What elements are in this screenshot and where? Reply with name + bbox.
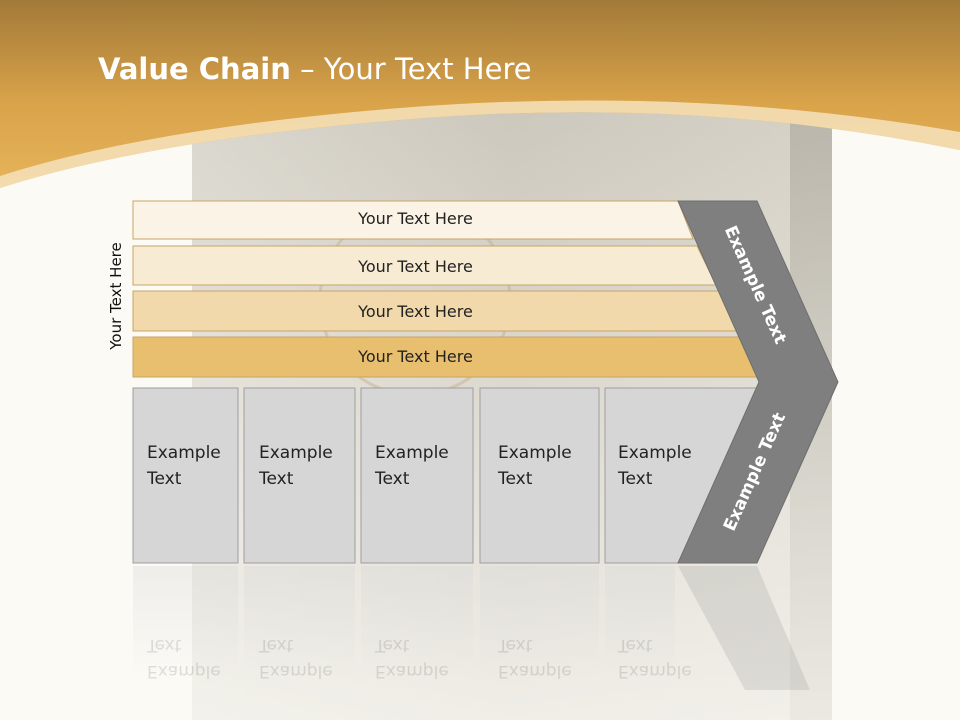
box-4-line1: Example — [498, 443, 572, 463]
box-3-line2: Text — [375, 469, 410, 489]
box-4-line2: Text — [498, 469, 533, 489]
title-rest: – Your Text Here — [290, 52, 532, 86]
box-1-line1: Example — [147, 443, 221, 463]
chevron-arrow — [677, 200, 839, 564]
box-2-line2: Text — [259, 469, 294, 489]
box-5-line1: Example — [618, 443, 692, 463]
box-5-line2: Text — [618, 469, 653, 489]
box-1-line2: Text — [147, 469, 182, 489]
title-bold: Value Chain — [98, 52, 291, 86]
band-1 — [132, 200, 694, 240]
side-label: Your Text Here — [107, 242, 125, 350]
band-3-label: Your Text Here — [358, 302, 473, 321]
box-2 — [243, 387, 356, 564]
box-3 — [360, 387, 474, 564]
band-1-label: Your Text Here — [358, 209, 473, 228]
header-band — [0, 0, 960, 188]
box-reflections — [133, 566, 675, 676]
box-2-line1: Example — [259, 443, 333, 463]
box-4 — [479, 387, 600, 564]
chevron-reflection — [678, 566, 810, 690]
box-3-line1: Example — [375, 443, 449, 463]
slide-title: Value Chain – Your Text Here — [98, 52, 532, 86]
band-4-label: Your Text Here — [358, 347, 473, 366]
box-1 — [132, 387, 239, 564]
band-2-label: Your Text Here — [358, 257, 473, 276]
